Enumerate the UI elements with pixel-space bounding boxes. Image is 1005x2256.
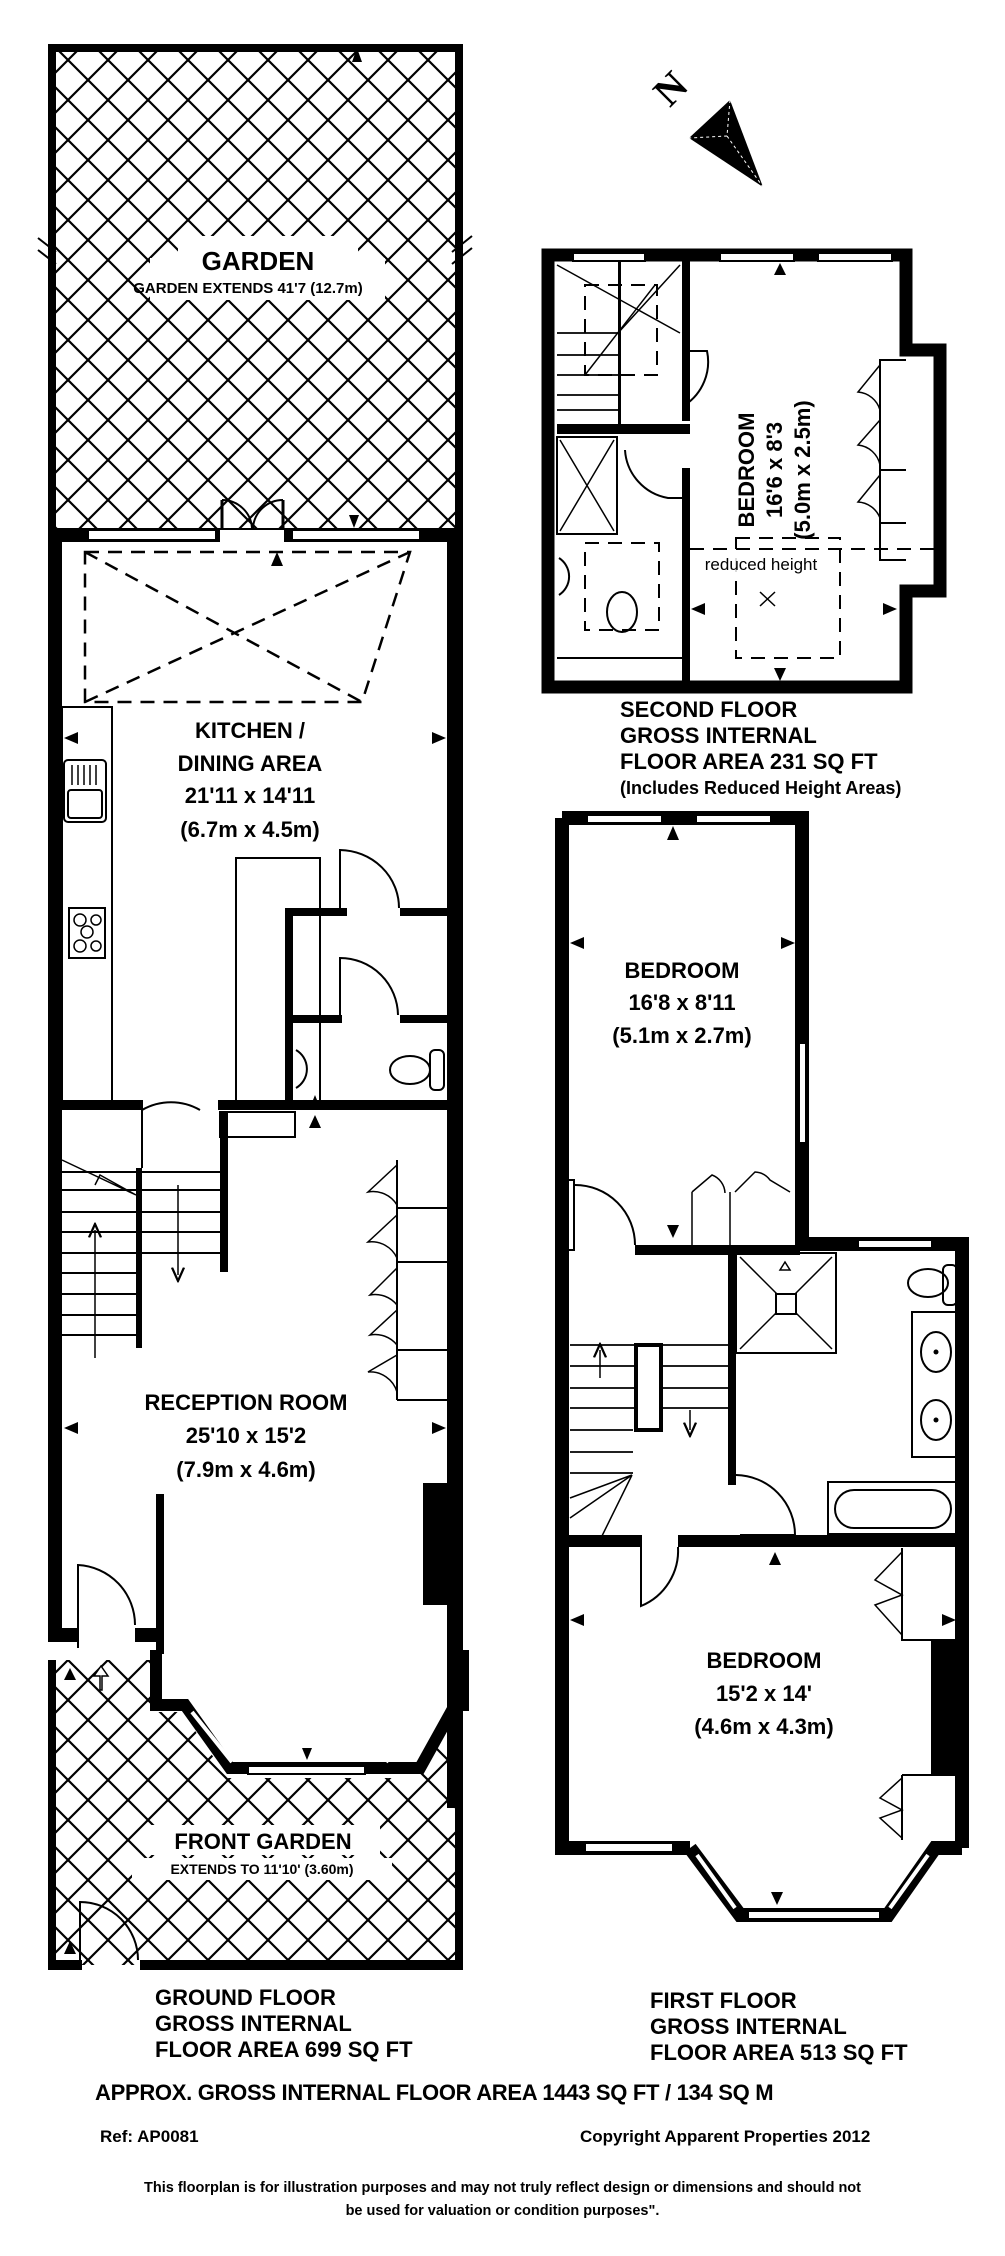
ground-floor-plan: GARDEN GARDEN EXTENDS 41'7 (12.7m) KITCH… [37, 44, 473, 1970]
first-rear-bedroom-name: BEDROOM [625, 958, 740, 983]
front-garden-subtitle: EXTENDS TO 11'10' (3.60m) [170, 1861, 353, 1877]
kitchen-rear-wall [48, 498, 463, 566]
ground-floor-caption-line1: GROUND FLOOR [155, 1985, 336, 2010]
total-floor-area: APPROX. GROSS INTERNAL FLOOR AREA 1443 S… [95, 2080, 774, 2105]
second-floor-caption-line3: FLOOR AREA 231 SQ FT [620, 749, 878, 774]
ground-floor-caption-line2: GROSS INTERNAL [155, 2011, 352, 2036]
disclaimer-line2: be used for valuation or condition purpo… [345, 2203, 660, 2219]
ground-floor-caption: GROUND FLOOR GROSS INTERNAL FLOOR AREA 6… [155, 1985, 413, 2063]
front-garden [48, 1660, 463, 1970]
first-front-bedroom-dims-metric: (4.6m x 4.3m) [694, 1714, 833, 1739]
first-floor-caption-line2: GROSS INTERNAL [650, 2014, 847, 2039]
kitchen-dims-metric: (6.7m x 4.5m) [180, 817, 319, 842]
second-floor-caption-line1: SECOND FLOOR [620, 697, 798, 722]
wc-cloakroom [235, 848, 450, 1108]
front-garden-title: FRONT GARDEN [174, 1829, 351, 1854]
reduced-height-label: reduced height [705, 555, 818, 574]
kitchen-worktop [61, 706, 113, 1106]
first-rear-bedroom-dims-metric: (5.1m x 2.7m) [612, 1023, 751, 1048]
ground-left-wall [48, 528, 62, 1628]
rear-garden [37, 44, 473, 534]
ground-right-wall [447, 528, 463, 1808]
kitchen-name-line2: DINING AREA [178, 751, 323, 776]
first-rear-bedroom-dims-imperial: 16'8 x 8'11 [628, 990, 735, 1015]
second-floor-caption-line2: GROSS INTERNAL [620, 723, 817, 748]
disclaimer-line1: This floorplan is for illustration purpo… [143, 2180, 861, 2196]
rooflight-outline [83, 550, 412, 704]
first-floor-plan: BEDROOM 16'8 x 8'11 (5.1m x 2.7m) BEDROO… [555, 811, 969, 1922]
second-bedroom-dims-metric: (5.0m x 2.5m) [790, 400, 815, 539]
first-floor-caption: FIRST FLOOR GROSS INTERNAL FLOOR AREA 51… [650, 1988, 908, 2066]
second-bedroom-name: BEDROOM [734, 413, 759, 528]
second-floor-plan: reduced height BEDROOM 16'6 x 8'3 (5.0m … [541, 248, 947, 694]
reception-dims-metric: (7.9m x 4.6m) [176, 1457, 315, 1482]
first-floor-caption-line3: FLOOR AREA 513 SQ FT [650, 2040, 908, 2065]
garden-subtitle: GARDEN EXTENDS 41'7 (12.7m) [133, 280, 362, 297]
north-arrow-icon: N [644, 62, 764, 188]
reception-dims-imperial: 25'10 x 15'2 [186, 1423, 307, 1448]
staircase-ground [61, 1159, 220, 1358]
reception-alcove-cupboards [365, 1160, 447, 1605]
garden-title: GARDEN [202, 246, 315, 276]
second-floor-caption-line4: (Includes Reduced Height Areas) [620, 778, 902, 798]
kitchen-name-line1: KITCHEN / [195, 718, 305, 743]
reception-name: RECEPTION ROOM [145, 1390, 348, 1415]
first-front-bedroom-dims-imperial: 15'2 x 14' [716, 1681, 812, 1706]
second-bedroom-dims-imperial: 16'6 x 8'3 [762, 422, 787, 518]
second-floor-caption: SECOND FLOOR GROSS INTERNAL FLOOR AREA 2… [620, 697, 901, 801]
copyright-notice: Copyright Apparent Properties 2012 [580, 2127, 871, 2146]
reference-number: Ref: AP0081 [100, 2127, 199, 2146]
first-floor-caption-line1: FIRST FLOOR [650, 1988, 797, 2013]
first-front-bedroom-name: BEDROOM [707, 1648, 822, 1673]
kitchen-dims-imperial: 21'11 x 14'11 [185, 783, 315, 808]
north-label: N [644, 62, 696, 114]
ground-floor-caption-line3: FLOOR AREA 699 SQ FT [155, 2037, 413, 2062]
